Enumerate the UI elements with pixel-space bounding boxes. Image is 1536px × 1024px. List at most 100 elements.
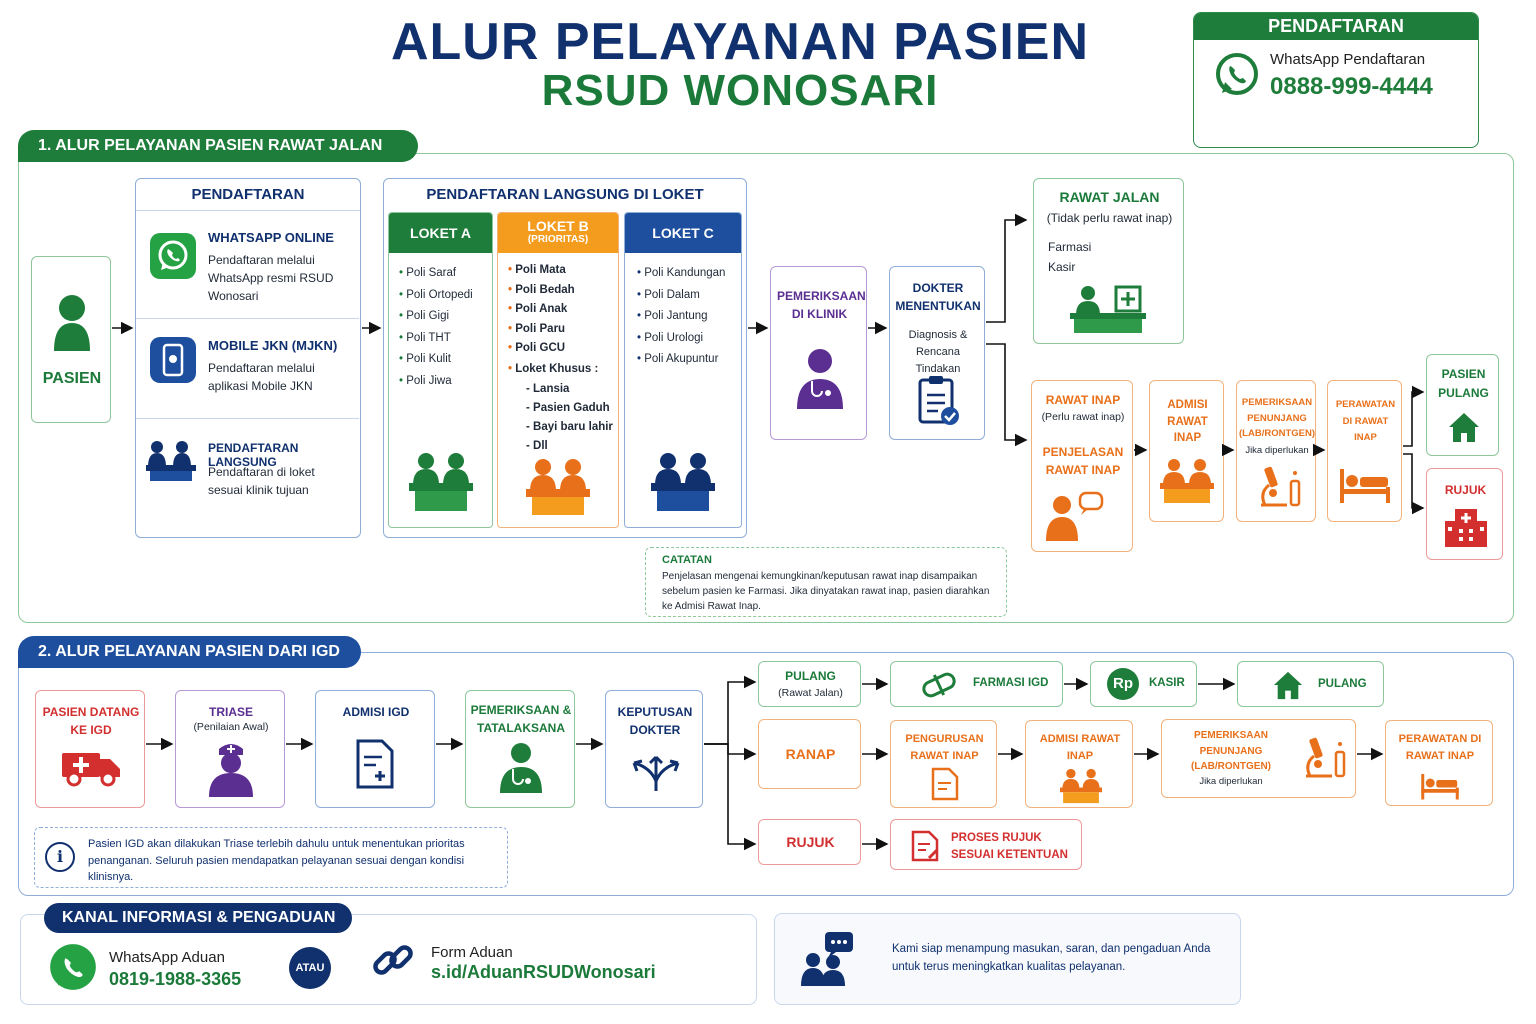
list-item: Kasir bbox=[1048, 260, 1076, 274]
info-icon: i bbox=[45, 842, 75, 872]
home-icon bbox=[1447, 411, 1481, 448]
triase-title: TRIASE bbox=[208, 705, 253, 719]
list-item: Farmasi bbox=[1048, 240, 1092, 254]
igd-info-note: i Pasien IGD akan dilakukan Triase terle… bbox=[34, 827, 508, 888]
document-icon bbox=[931, 767, 959, 806]
counter-staff-icon bbox=[409, 451, 473, 520]
arrow bbox=[704, 743, 757, 761]
igd-perawatan-card: PERAWATAN DI RAWAT INAP bbox=[1385, 720, 1493, 806]
option-langsung[interactable]: PENDAFTARAN LANGSUNG Pendaftaran di loke… bbox=[136, 419, 359, 537]
penunjang-title: PEMERIKSAAN PENUNJANG (LAB/RONTGEN) bbox=[1239, 397, 1315, 440]
pengurusan-label: PENGURUSAN RAWAT INAP bbox=[905, 733, 984, 763]
igd-pulang-final-card: PULANG bbox=[1237, 661, 1384, 707]
rawat-inap-sub: (Perlu rawat inap) bbox=[1041, 411, 1125, 423]
igd-info-text: Pasien IGD akan dilakukan Triase terlebi… bbox=[88, 838, 465, 883]
loket-b-header: LOKET B (PRIORITAS) bbox=[498, 213, 618, 253]
wa-aduan-label: WhatsApp Aduan bbox=[109, 949, 225, 966]
penjelasan-rawat-inap: PENJELASAN RAWAT INAP bbox=[1042, 445, 1124, 477]
pasien-datang-igd-card: PASIEN DATANG KE IGD bbox=[35, 690, 145, 808]
rujuk-label: RUJUK bbox=[1444, 483, 1487, 497]
tatalaksana-card: PEMERIKSAAN & TATALAKSANA bbox=[465, 690, 575, 808]
igd-pulang-final-label: PULANG bbox=[1318, 678, 1367, 690]
section2-tab: 2. ALUR PELAYANAN PASIEN DARI IGD bbox=[18, 636, 361, 668]
igd-rujuk-label: RUJUK bbox=[786, 834, 835, 850]
list-item: Poli Ortopedi bbox=[399, 285, 492, 307]
rawat-jalan-title: RAWAT JALAN bbox=[1059, 189, 1160, 205]
list-item: Poli Jantung bbox=[637, 306, 741, 328]
farmasi-igd-label: FARMASI IGD bbox=[973, 677, 1049, 689]
pasien-card: PASIEN bbox=[31, 256, 111, 423]
igd-pulang-card: PULANG (Rawat Jalan) bbox=[758, 661, 861, 707]
admisi-igd-card: ADMISI IGD bbox=[315, 690, 435, 808]
rawat-inap-title: RAWAT INAP bbox=[1045, 393, 1121, 407]
catatan-title: CATATAN bbox=[662, 554, 712, 566]
admisi-igd-label: ADMISI IGD bbox=[342, 705, 410, 719]
admission-desk-icon bbox=[1160, 457, 1214, 510]
admission-desk-icon bbox=[1060, 767, 1102, 810]
clipboard-check-icon bbox=[918, 375, 960, 432]
catatan-text: Penjelasan mengenai kemungkinan/keputusa… bbox=[662, 571, 990, 612]
option-mobile-jkn[interactable]: MOBILE JKN (MJKN) Pendaftaran melalui ap… bbox=[136, 319, 359, 419]
form-aduan-link[interactable]: s.id/AduanRSUDWonosari bbox=[431, 962, 656, 982]
page-subtitle: RSUD WONOSARI bbox=[541, 66, 939, 115]
registration-box: PENDAFTARAN WhatsApp Pendaftaran 0888-99… bbox=[1193, 12, 1479, 148]
atau-badge: ATAU bbox=[289, 947, 331, 989]
arrow bbox=[704, 675, 757, 745]
registration-box-heading: PENDAFTARAN bbox=[1194, 13, 1478, 40]
admisi-rawat-inap-card: ADMISI RAWAT INAP bbox=[1149, 380, 1224, 522]
arrow bbox=[704, 743, 757, 851]
whatsapp-icon bbox=[1214, 51, 1260, 102]
loket-b-list: Poli Mata Poli Bedah Poli Anak Poli Paru… bbox=[498, 253, 618, 380]
igd-rujuk-card: RUJUK bbox=[758, 819, 861, 865]
list-subitem: - Pasien Gaduh bbox=[526, 401, 610, 414]
microscope-icon bbox=[1296, 736, 1348, 785]
loket-c-title: LOKET C bbox=[625, 213, 741, 253]
pasien-datang-label: PASIEN DATANG KE IGD bbox=[42, 705, 140, 737]
message-card: Kami siap menampung masukan, saran, dan … bbox=[774, 913, 1241, 1005]
person-icon bbox=[52, 293, 92, 358]
list-item: Poli Jiwa bbox=[399, 371, 492, 393]
igd-pulang-sub: (Rawat Jalan) bbox=[778, 687, 843, 699]
penunjang-sub: Jika diperlukan bbox=[1245, 445, 1309, 456]
pasien-label: PASIEN bbox=[42, 370, 102, 387]
rawat-jalan-card: RAWAT JALAN (Tidak perlu rawat inap) Far… bbox=[1033, 178, 1184, 344]
hospital-bed-icon bbox=[1338, 465, 1392, 510]
microscope-icon bbox=[1251, 465, 1303, 514]
list-item: Poli Akupuntur bbox=[637, 349, 741, 371]
ranap-card: RANAP bbox=[758, 719, 861, 789]
list-item: Poli Saraf bbox=[399, 263, 492, 285]
list-item: Poli Mata bbox=[508, 261, 618, 281]
loket-b: LOKET B (PRIORITAS) Poli Mata Poli Bedah… bbox=[497, 212, 619, 528]
message-text: Kami siap menampung masukan, saran, dan … bbox=[892, 943, 1211, 974]
registration-wa-phone[interactable]: 0888-999-4444 bbox=[1270, 73, 1433, 100]
section3-tab: KANAL INFORMASI & PENGADUAN bbox=[44, 903, 352, 933]
list-item: Poli Anak bbox=[508, 300, 618, 320]
loket-c-list: Poli Kandungan Poli Dalam Poli Jantung P… bbox=[625, 253, 741, 371]
admisi-rawat-inap-label: ADMISI RAWAT INAP bbox=[1167, 399, 1208, 445]
home-icon bbox=[1272, 670, 1304, 705]
keputusan-label: KEPUTUSAN DOKTER bbox=[617, 705, 693, 737]
wa-aduan-phone[interactable]: 0819-1988-3365 bbox=[109, 969, 242, 989]
option-whatsapp[interactable]: WHATSAPP ONLINE Pendaftaran melalui What… bbox=[136, 211, 359, 319]
list-item: Poli Paru bbox=[508, 320, 618, 340]
section1-frame bbox=[18, 153, 1514, 623]
page-title: ALUR PELAYANAN PASIEN bbox=[390, 13, 1090, 71]
loket-b-sublist: - Lansia - Pasien Gaduh - Bayi baru lahi… bbox=[498, 380, 618, 456]
whatsapp-icon bbox=[150, 233, 196, 284]
pharmacy-desk-icon bbox=[1070, 283, 1146, 340]
list-item: Poli GCU bbox=[508, 339, 618, 359]
loket-a: LOKET A Poli Saraf Poli Ortopedi Poli Gi… bbox=[388, 212, 493, 528]
pendaftaran-card: PENDAFTARAN WHATSAPP ONLINE Pendaftaran … bbox=[135, 178, 361, 538]
arrow bbox=[1403, 453, 1425, 515]
people-chat-icon bbox=[799, 930, 859, 993]
mobile-phone-icon bbox=[150, 337, 196, 388]
counter-staff-icon bbox=[651, 451, 715, 520]
farmasi-igd-card: FARMASI IGD bbox=[890, 661, 1063, 707]
list-subitem: - Bayi baru lahir bbox=[526, 420, 613, 433]
loket-a-title: LOKET A bbox=[389, 213, 492, 253]
list-item: Poli Kulit bbox=[399, 349, 492, 371]
cashier-icon: Rp bbox=[1107, 668, 1139, 700]
option-title: MOBILE JKN (MJKN) bbox=[208, 338, 338, 353]
form-aduan-label: Form Aduan bbox=[431, 944, 513, 961]
